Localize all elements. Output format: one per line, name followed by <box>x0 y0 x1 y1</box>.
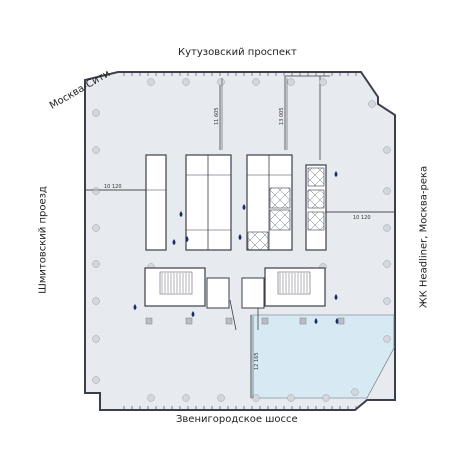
street-right: ЖК Headliner, Москва-река <box>418 165 430 309</box>
water-drop-icon <box>179 211 183 217</box>
water-drop-icon <box>314 318 318 324</box>
street-top: Кутузовский проспект <box>178 47 297 58</box>
water-drop-icon <box>335 318 339 324</box>
dimension-right: 10 120 <box>353 215 371 221</box>
elevator-bank-1 <box>145 154 167 251</box>
dimension-bottom: 12 165 <box>254 353 260 371</box>
columns <box>92 78 391 402</box>
core-columns <box>145 317 345 325</box>
water-drop-icon <box>191 311 195 317</box>
shafts <box>247 167 325 251</box>
staircases <box>144 267 326 309</box>
water-drop-icon <box>185 236 189 242</box>
water-drop-icon <box>172 239 176 245</box>
water-drop-icon <box>133 304 137 310</box>
water-drop-icons <box>133 171 339 324</box>
mullions <box>123 72 357 410</box>
dimension-lines <box>86 78 394 398</box>
street-left: Шмитовский проезд <box>37 186 49 294</box>
water-drop-icon <box>334 171 338 177</box>
highlighted-area[interactable] <box>250 314 395 399</box>
dimension-left: 10 120 <box>104 184 122 190</box>
water-drop-icon <box>334 294 338 300</box>
dimension-top-left: 11 605 <box>214 108 220 126</box>
dimension-top-right: 13 005 <box>279 108 285 126</box>
water-drop-icon <box>242 204 246 210</box>
staircase-left <box>144 267 206 307</box>
elevator-bank-2 <box>185 154 232 251</box>
street-bottom: Звенигородское шоссе <box>176 414 298 425</box>
water-drop-icon <box>238 234 242 240</box>
